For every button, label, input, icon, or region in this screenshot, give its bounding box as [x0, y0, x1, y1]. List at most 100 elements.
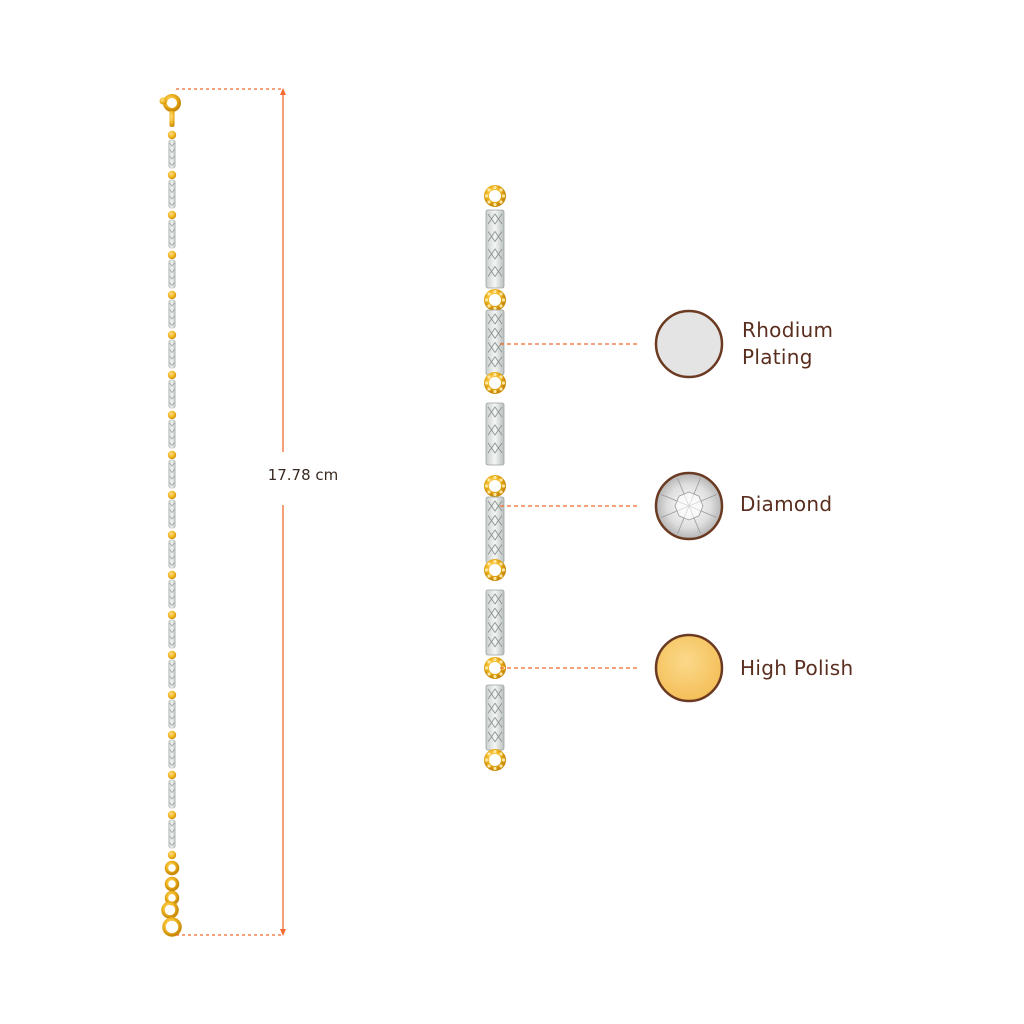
bar-facet [487, 702, 503, 715]
bar-facet [169, 522, 175, 526]
gold-bead [167, 610, 177, 620]
bar-facet [169, 275, 175, 280]
ring-sparkle [499, 292, 503, 296]
bar-facet [169, 749, 175, 753]
bar-facet [487, 514, 503, 527]
bar-facet [169, 349, 175, 353]
ring-sparkle [493, 674, 497, 679]
gold-bead [167, 730, 177, 740]
bar-facet [169, 802, 175, 806]
bar-facet [169, 382, 175, 387]
bar-facet [169, 262, 175, 267]
diamond-bar [168, 379, 176, 409]
bar-facet [487, 730, 503, 743]
ring-sparkle [501, 484, 506, 488]
bar-facet [487, 688, 503, 700]
diamond-bar [168, 659, 176, 689]
bar-facet [169, 829, 175, 833]
diamond-bar [168, 739, 176, 769]
ring-sparkle [493, 766, 497, 771]
bar-facet [169, 789, 175, 793]
diamond-bar [168, 499, 176, 529]
bar-facet [487, 265, 503, 278]
bar-facet [169, 242, 175, 246]
bar-facet [169, 842, 175, 846]
bar-facet [169, 202, 175, 206]
bar-facet [487, 543, 503, 556]
bar-facet [169, 675, 175, 680]
diamond-bar [168, 459, 176, 489]
bar-facet [169, 715, 175, 720]
ring-sparkle [487, 660, 491, 664]
gold-bead [167, 810, 177, 820]
bar-facet [169, 155, 175, 160]
bar-facet [169, 469, 175, 473]
bar-facet [169, 162, 175, 166]
bar-facet [169, 742, 175, 747]
bar-facet [169, 795, 175, 800]
ring-sparkle [493, 389, 497, 394]
clasp-icon [163, 94, 181, 112]
bar-facet [169, 429, 175, 433]
bar-facet [169, 482, 175, 486]
gold-bead [167, 170, 177, 180]
ring-sparkle [501, 194, 506, 198]
ring-sparkle [493, 306, 497, 311]
gold-bead [167, 330, 177, 340]
diamond-table [674, 491, 704, 521]
chain-link [164, 876, 180, 892]
ring-sparkle [499, 304, 503, 308]
bar-facet [169, 502, 175, 507]
gold-bead [167, 370, 177, 380]
bar-facet [487, 593, 503, 605]
zoomed-bracelet-segment [484, 185, 506, 771]
ring-sparkle [487, 387, 491, 391]
bar-facet [169, 702, 175, 707]
ring-sparkle [487, 188, 491, 192]
bar-facet [169, 389, 175, 393]
bar-facet [487, 500, 503, 512]
gold-bead [167, 570, 177, 580]
bar-facet [169, 835, 175, 840]
bar-facet [169, 549, 175, 553]
bar-facet [169, 315, 175, 320]
rhodium-label-line1: Rhodium [742, 318, 834, 342]
bar-facet [169, 195, 175, 200]
ring-sparkle [493, 559, 497, 564]
end-ring [161, 901, 179, 919]
diamond-bar [168, 699, 176, 729]
ring-sparkle [499, 375, 503, 379]
bar-facet [487, 442, 503, 454]
gold-bead [167, 250, 177, 260]
ring-sparkle [499, 387, 503, 391]
bar-facet [169, 682, 175, 686]
ring-sparkle [493, 749, 497, 754]
bar-facet [169, 435, 175, 440]
bar-facet [487, 621, 503, 634]
bar-facet [169, 642, 175, 646]
gold-bead [167, 690, 177, 700]
gold-bead [167, 290, 177, 300]
bar-facet [169, 355, 175, 360]
ring-sparkle [487, 764, 491, 768]
ring-sparkle [484, 666, 489, 670]
rhodium-swatch-icon [654, 309, 724, 379]
diamond-bar [168, 339, 176, 369]
diamond-bar [168, 419, 176, 449]
bar-facet [169, 475, 175, 480]
bar-facet [169, 542, 175, 547]
ring-sparkle [487, 292, 491, 296]
diamond-bar [168, 259, 176, 289]
ring-sparkle [487, 672, 491, 676]
ring-sparkle [499, 764, 503, 768]
bar-facet [487, 355, 503, 368]
ring-sparkle [499, 672, 503, 676]
full-bracelet [159, 94, 182, 937]
ring-sparkle [484, 194, 489, 198]
bar-facet [487, 248, 503, 260]
gold-bead [167, 410, 177, 420]
bar-facet [169, 149, 175, 153]
feature-leaders [500, 343, 638, 669]
ring-sparkle [499, 478, 503, 482]
